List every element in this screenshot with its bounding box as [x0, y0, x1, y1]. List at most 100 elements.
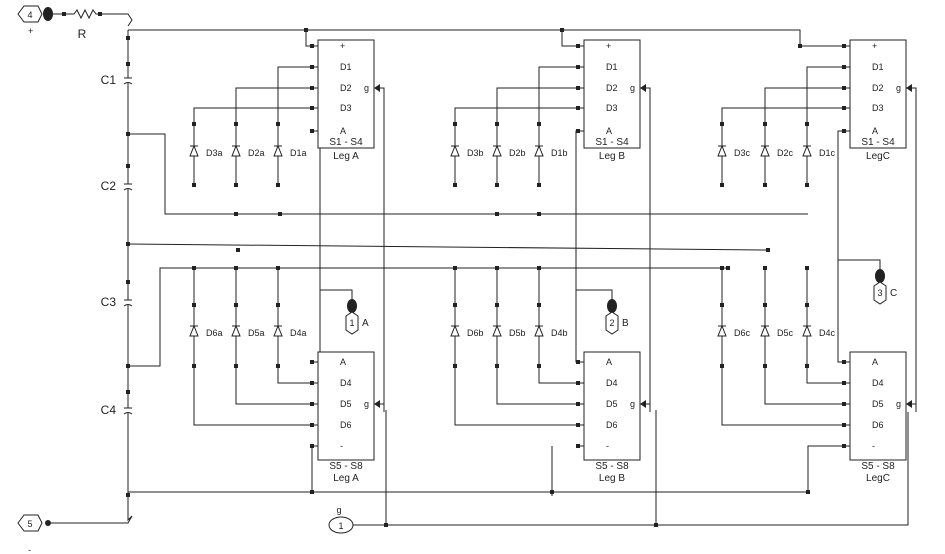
gate-input-port[interactable]: 1 g	[328, 505, 354, 534]
junction-dot	[276, 122, 280, 126]
junction-dot	[537, 303, 541, 307]
wire	[306, 29, 578, 47]
junction-dot	[453, 364, 457, 368]
junction-dot	[763, 303, 767, 307]
diode-label: D6c	[734, 328, 751, 338]
diode-label: D2c	[777, 148, 794, 158]
junction-dot	[763, 364, 767, 368]
capacitor-gap	[122, 78, 134, 83]
wire	[496, 87, 578, 124]
capacitor-label: C1	[101, 73, 117, 87]
wire	[193, 366, 312, 426]
diode-label: D6b	[467, 328, 484, 338]
junction-dot	[276, 183, 280, 187]
wire	[128, 29, 801, 46]
diode-icon	[717, 144, 727, 157]
terminal-plus[interactable]: 4 +	[17, 5, 53, 36]
wire	[721, 366, 844, 426]
diode-label: D5b	[509, 328, 526, 338]
wire	[912, 87, 917, 412]
junction-dot	[805, 122, 809, 126]
diode-label: D1b	[551, 148, 568, 158]
wire	[51, 30, 133, 524]
diode-label: D2a	[248, 148, 265, 158]
capacitor-gap	[122, 300, 134, 305]
diode-icon	[231, 324, 241, 337]
junction-dot	[720, 303, 724, 307]
diode-icon	[534, 144, 544, 157]
junction-dot	[495, 364, 499, 368]
gate-arrow-icon	[640, 400, 646, 408]
upper-block-leg: Leg B	[599, 151, 625, 162]
diode-icon	[189, 324, 199, 337]
junction-dot	[276, 364, 280, 368]
junction-dot	[537, 266, 541, 270]
capacitor-gap	[122, 408, 134, 413]
diode-label: D2b	[509, 148, 526, 158]
gate-arrow-icon	[374, 84, 380, 92]
diode-icon	[492, 324, 502, 337]
junction-dot	[798, 44, 802, 48]
upper-port-label: D1	[872, 62, 884, 72]
junction-dot	[62, 12, 66, 16]
lower-port-label: D4	[340, 378, 352, 388]
lower-gate-label: g	[364, 399, 369, 409]
junction-dot	[805, 364, 809, 368]
diode-label: D1c	[819, 148, 836, 158]
upper-block-leg: LegC	[866, 151, 890, 162]
lower-port-label: -	[606, 441, 609, 451]
upper-gate-label: g	[364, 83, 369, 93]
junction-dot	[126, 280, 130, 284]
junction-dot	[654, 523, 658, 527]
resistor[interactable]: R	[68, 8, 100, 41]
output-label: A	[362, 318, 369, 329]
wire	[319, 288, 353, 300]
upper-port-label: D2	[872, 83, 884, 93]
junction-dot	[384, 523, 388, 527]
upper-port-label: D1	[606, 62, 618, 72]
lower-block-name: S5 - S8	[595, 461, 629, 472]
output-hexagon	[873, 281, 887, 305]
junction-dot	[126, 242, 130, 246]
junction-dot	[126, 390, 130, 394]
diode-icon	[189, 144, 199, 157]
diode-icon	[760, 144, 770, 157]
lower-port-label: A	[606, 357, 612, 367]
terminal-minus-dot	[45, 520, 51, 526]
capacitor-plate-curved	[123, 82, 133, 85]
junction-dot	[453, 303, 457, 307]
upper-port-label: D1	[340, 62, 352, 72]
junction-dot	[720, 364, 724, 368]
junction-dot	[276, 303, 280, 307]
junction-dot	[192, 364, 196, 368]
wire	[193, 107, 312, 124]
terminal-minus[interactable]: 5 -	[17, 514, 51, 554]
output-label: B	[622, 318, 629, 329]
lower-block-leg: Leg B	[599, 473, 625, 484]
junction-dot	[726, 266, 730, 270]
wire	[454, 366, 578, 426]
diode-icon	[802, 324, 812, 337]
capacitor-plate-curved	[123, 304, 133, 307]
terminal-plus-number: 4	[27, 10, 32, 20]
junction-dot	[495, 266, 499, 270]
junction-dot	[537, 122, 541, 126]
junction-dot	[453, 266, 457, 270]
upper-block-body	[317, 39, 375, 149]
lower-gate-label: g	[896, 399, 901, 409]
wire	[806, 366, 844, 384]
wire	[128, 29, 312, 47]
wire	[837, 258, 881, 270]
gate-arrow-icon	[374, 400, 380, 408]
wire	[538, 366, 578, 384]
junction-dot	[126, 36, 130, 40]
